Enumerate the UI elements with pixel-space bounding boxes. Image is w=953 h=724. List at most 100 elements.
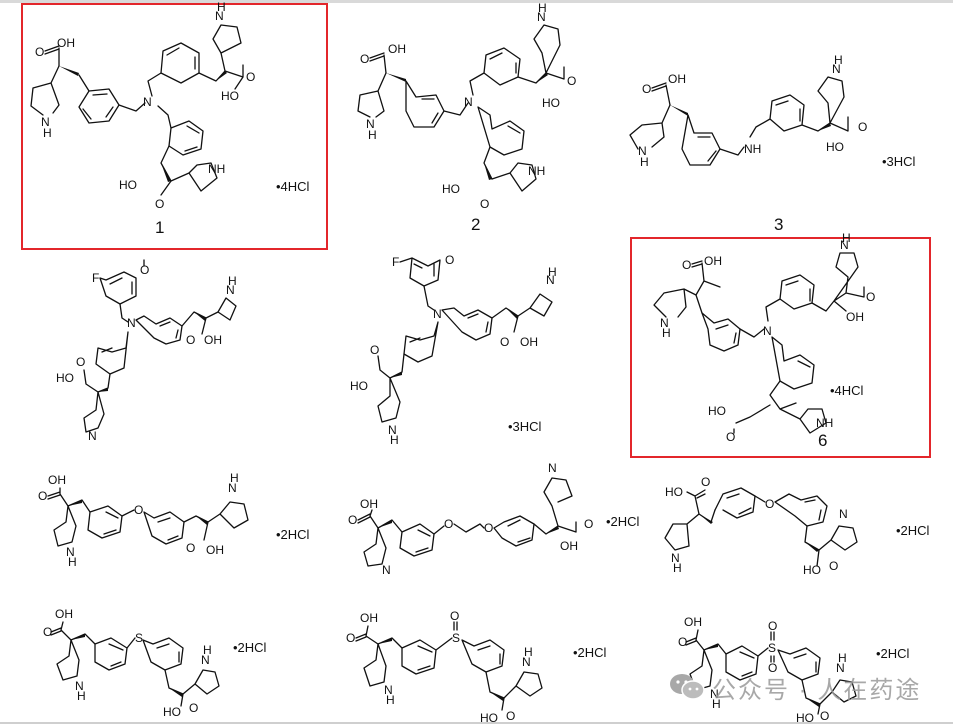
svg-text:HO: HO: [480, 711, 498, 724]
svg-text:H: H: [673, 561, 682, 575]
watermark-text: 公众号 · 人在药途: [712, 677, 922, 704]
svg-text:H: H: [390, 433, 399, 447]
svg-text:H: H: [230, 471, 239, 485]
svg-text:OH: OH: [206, 543, 224, 557]
svg-text:O: O: [858, 120, 867, 134]
svg-text:HO: HO: [56, 371, 74, 385]
svg-text:H: H: [842, 231, 851, 245]
svg-text:H: H: [77, 689, 86, 703]
svg-text:O: O: [76, 355, 85, 369]
svg-text:N: N: [832, 62, 841, 76]
svg-text:N: N: [127, 316, 136, 330]
svg-text:S: S: [135, 631, 143, 645]
svg-text:OH: OH: [360, 611, 378, 625]
svg-text:H: H: [712, 697, 721, 711]
top-border: [0, 0, 953, 3]
svg-text:H: H: [834, 53, 843, 67]
svg-text:O: O: [678, 635, 687, 649]
svg-text:O: O: [765, 497, 774, 511]
svg-text:N: N: [215, 9, 224, 23]
svg-text:H: H: [217, 0, 226, 14]
svg-text:HO: HO: [119, 178, 137, 192]
svg-text:O: O: [768, 619, 777, 633]
svg-text:H: H: [548, 265, 557, 279]
svg-text:NH: NH: [816, 416, 833, 430]
svg-text:N: N: [660, 316, 669, 330]
wechat-icon: [670, 674, 705, 700]
svg-text:OH: OH: [55, 607, 73, 621]
salt-label-compound-9: •2HCl: [896, 523, 930, 538]
svg-text:H: H: [68, 555, 77, 569]
svg-text:H: H: [43, 126, 52, 140]
svg-text:O: O: [43, 625, 52, 639]
compound-number-1: 1: [155, 218, 165, 237]
molecule-drawing: OOH NH N NH OHO NH HOO: [357, 1, 576, 211]
svg-text:O: O: [500, 335, 509, 349]
svg-text:O: O: [134, 503, 143, 517]
svg-text:N: N: [388, 423, 397, 437]
salt-label-compound-5: •3HCl: [508, 419, 542, 434]
svg-text:O: O: [450, 609, 459, 623]
svg-text:H: H: [524, 645, 533, 659]
molecule-drawing: OOH NH NH NH OHO: [629, 53, 867, 169]
svg-text:HO: HO: [163, 705, 181, 719]
svg-text:HO: HO: [708, 404, 726, 418]
svg-text:H: H: [662, 326, 671, 340]
svg-text:O: O: [370, 343, 379, 357]
svg-text:N: N: [226, 283, 235, 297]
svg-text:O: O: [360, 52, 369, 66]
svg-text:OH: OH: [48, 473, 66, 487]
svg-text:HO: HO: [350, 379, 368, 393]
svg-text:O: O: [38, 489, 47, 503]
svg-text:N: N: [546, 273, 555, 287]
svg-text:O: O: [567, 74, 576, 88]
svg-text:O: O: [445, 253, 454, 267]
svg-text:O: O: [584, 517, 593, 531]
salt-label-compound-12: •2HCl: [876, 646, 910, 661]
svg-text:N: N: [548, 461, 557, 475]
molecule-drawing: OOH NH N OHO NH NH HOO: [30, 0, 255, 211]
svg-text:O: O: [726, 430, 735, 444]
svg-text:O: O: [701, 475, 710, 489]
svg-text:N: N: [75, 679, 84, 693]
svg-text:HO: HO: [826, 140, 844, 154]
svg-text:H: H: [228, 274, 237, 288]
svg-text:H: H: [203, 643, 212, 657]
svg-text:N: N: [382, 563, 391, 577]
svg-text:N: N: [671, 551, 680, 565]
salt-label-compound-6: •4HCl: [830, 383, 864, 398]
svg-text:N: N: [710, 687, 719, 701]
svg-text:OH: OH: [704, 254, 722, 268]
svg-text:N: N: [537, 10, 546, 24]
svg-text:OH: OH: [846, 310, 864, 324]
salt-label-compound-3: •3HCl: [882, 154, 916, 169]
svg-text:O: O: [35, 45, 44, 59]
svg-text:N: N: [638, 144, 647, 158]
svg-text:N: N: [433, 307, 442, 321]
svg-text:OH: OH: [668, 72, 686, 86]
svg-text:H: H: [640, 155, 649, 169]
svg-text:OH: OH: [684, 615, 702, 629]
svg-text:O: O: [484, 521, 493, 535]
salt-label-compound-8: •2HCl: [606, 514, 640, 529]
compound-number-3: 3: [774, 215, 784, 234]
svg-text:OH: OH: [560, 539, 578, 553]
svg-text:O: O: [155, 197, 164, 211]
svg-text:O: O: [829, 559, 838, 573]
svg-text:N: N: [66, 545, 75, 559]
svg-text:O: O: [186, 541, 195, 555]
